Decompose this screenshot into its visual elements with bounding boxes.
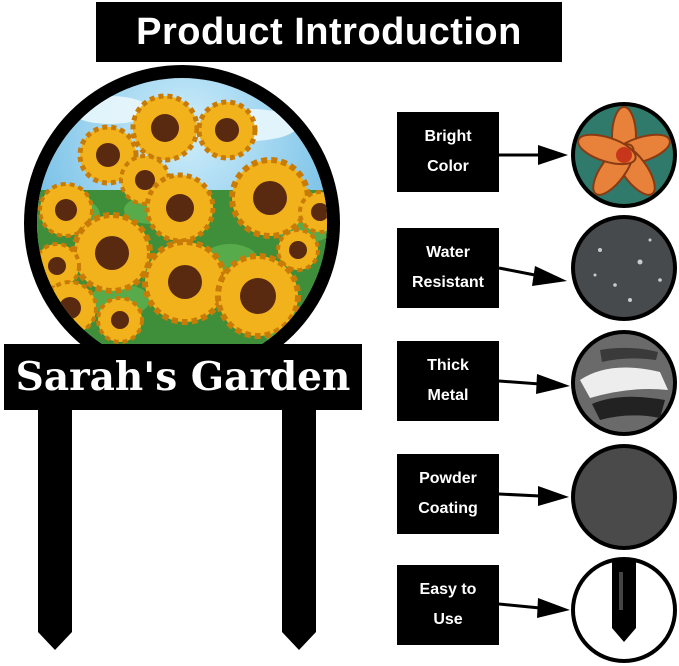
feature-line2: Color: [427, 158, 469, 175]
powder-coating-swatch: [571, 444, 677, 550]
feature-line2: Metal: [427, 387, 469, 404]
arrows: [498, 145, 570, 618]
sign-name-text: Sarah's Garden: [15, 354, 351, 400]
thick-metal-swatch: [571, 330, 677, 436]
feature-line1: Easy to: [419, 581, 477, 598]
feature-line2: Resistant: [411, 274, 485, 291]
right-stake: [282, 405, 316, 650]
feature-thick-metal: Thick Metal: [397, 341, 499, 421]
water-resistant-swatch: [571, 215, 677, 321]
feature-line2: Coating: [418, 500, 478, 517]
feature-line1: Powder: [419, 470, 477, 487]
header-banner: Product Introduction: [96, 2, 562, 62]
feature-water-resistant: Water Resistant: [397, 228, 499, 308]
feature-line1: Bright: [424, 128, 472, 145]
feature-easy-to-use: Easy to Use: [397, 565, 499, 645]
name-plate: [4, 344, 362, 410]
easy-to-use-swatch: [571, 557, 677, 663]
feature-line1: Thick: [427, 357, 469, 374]
left-stake: [38, 405, 72, 650]
feature-powder-coating: Powder Coating: [397, 454, 499, 534]
feature-bright-color: Bright Color: [397, 112, 499, 192]
feature-line1: Water: [426, 244, 470, 261]
sunflowers: [37, 93, 327, 344]
header-title: Product Introduction: [136, 10, 522, 53]
feature-line2: Use: [433, 611, 463, 628]
bright-color-swatch: [571, 102, 677, 208]
